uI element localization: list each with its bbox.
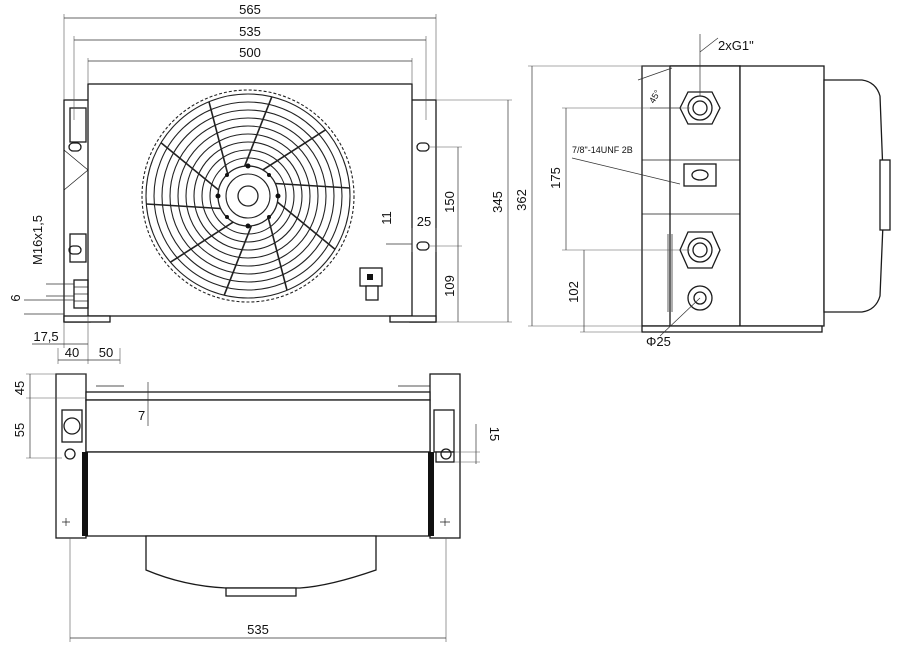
drain-port	[687, 285, 713, 311]
fan-spoke	[267, 217, 288, 291]
right-foot	[389, 315, 437, 323]
fan-hub	[237, 185, 259, 207]
dim-body-width: 500	[239, 45, 261, 60]
dim-top-bracket-width: 535	[247, 622, 269, 637]
dim-slot-spacing: 150	[442, 191, 457, 213]
side-core	[739, 65, 825, 327]
top-fan-shroud	[145, 535, 377, 589]
top-right-mount	[433, 409, 455, 453]
sensor-port	[683, 163, 717, 187]
top-right-clamp	[435, 451, 455, 463]
fan-spoke	[146, 203, 221, 210]
dim-port-base: 102	[566, 281, 581, 303]
front-view: 565 535 500 345 150 109 25 11 M16x1,5 6	[8, 2, 512, 364]
dim-slot-width: 11	[379, 211, 394, 225]
top-left-bracket	[55, 373, 87, 539]
dim-port-offset: 17,5	[33, 329, 58, 344]
dim-port-height: 6	[8, 294, 23, 301]
dim-foot-width: 40	[65, 345, 79, 360]
fan-spoke	[262, 129, 327, 171]
dim-slot-to-base: 109	[442, 275, 457, 297]
dim-bracket-depth: 45	[12, 381, 27, 395]
left-chamfer	[63, 149, 89, 191]
dim-mount-height: 345	[490, 191, 505, 213]
fan-guard	[141, 89, 355, 303]
side-view: 2xG1" 45° 7/8"-14UNF 2B Φ25 362 175 102	[514, 34, 891, 349]
motor-cap	[879, 159, 891, 231]
drain-diameter: Φ25	[646, 334, 671, 349]
dim-body-depth: 55	[12, 423, 27, 437]
top-view: 45 55 7 15 535	[12, 373, 502, 642]
fan-spoke	[243, 96, 273, 167]
fan-shroud	[823, 79, 885, 313]
dim-overall-width: 565	[239, 2, 261, 17]
slot-left-bottom	[68, 245, 82, 255]
dim-rail-offset: 7	[138, 408, 145, 423]
left-foot	[63, 315, 111, 323]
fan-spoke	[169, 221, 234, 263]
fan-spoke	[223, 225, 253, 296]
dim-overall-height: 362	[514, 189, 529, 211]
fan-spoke	[208, 101, 229, 175]
slot-left-top	[68, 142, 82, 152]
top-motor-cap	[225, 587, 297, 597]
cable-gland	[365, 285, 379, 301]
fan-spoke	[160, 142, 220, 191]
sensor-label: 7/8"-14UNF 2B	[572, 145, 633, 155]
dim-thread: M16x1,5	[30, 215, 45, 265]
fan-spoke	[276, 201, 336, 250]
dim-bracket-width: 535	[239, 24, 261, 39]
dim-foot-gap: 50	[99, 345, 113, 360]
slot-right-top	[416, 142, 430, 152]
dim-port-spacing: 175	[548, 167, 563, 189]
right-bracket	[409, 99, 437, 323]
upper-port-flange	[69, 107, 87, 143]
top-fan-frame	[85, 451, 431, 537]
slot-right-bottom	[416, 241, 430, 251]
dim-foot-offset: 15	[487, 427, 502, 441]
top-core	[85, 399, 431, 453]
top-port	[61, 409, 83, 443]
port-label: 2xG1"	[718, 38, 754, 53]
top-rail	[85, 391, 431, 401]
dim-slot-offset: 25	[417, 214, 431, 229]
side-foot	[641, 325, 823, 333]
fan-spoke	[275, 182, 350, 189]
